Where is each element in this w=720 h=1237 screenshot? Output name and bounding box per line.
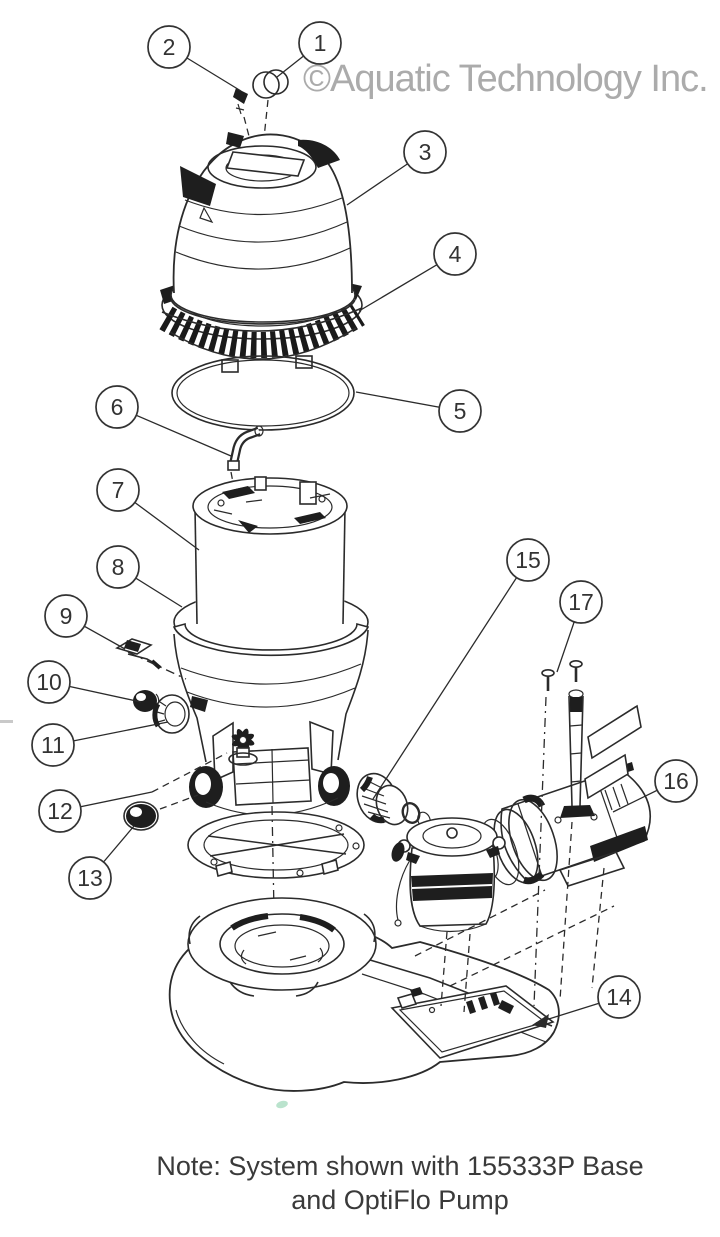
part-9-clip xyxy=(115,638,162,670)
assembly-dash-2 xyxy=(243,116,251,141)
part-15-union-fittings xyxy=(356,772,431,829)
part-12-drain-valve xyxy=(228,728,258,766)
callout-1: 1 xyxy=(298,21,342,65)
callout-7: 7 xyxy=(96,468,140,512)
callout-12: 12 xyxy=(38,789,82,833)
leader-15 xyxy=(372,559,529,800)
note-text: Note: System shown with 155333P Base and… xyxy=(100,1150,700,1218)
callout-16: 16 xyxy=(654,759,698,803)
part-11-nut xyxy=(152,694,190,734)
callout-5: 5 xyxy=(438,389,482,433)
callout-9-label: 9 xyxy=(60,603,73,629)
mount-brackets xyxy=(584,704,642,800)
part-6-elbow-fitting xyxy=(227,425,264,489)
projection-lines xyxy=(414,867,615,1013)
anchor-rod xyxy=(554,689,598,1001)
leader-14-arrowhead xyxy=(532,1014,549,1028)
callout-1-label: 1 xyxy=(314,30,327,56)
callout-17-label: 17 xyxy=(568,589,594,615)
callout-17: 17 xyxy=(559,580,603,624)
part-3-lid xyxy=(170,132,356,325)
callout-12-label: 12 xyxy=(47,798,73,824)
watermark-text: ©Aquatic Technology Inc. xyxy=(303,58,709,100)
part-5-oring xyxy=(171,355,355,431)
callout-11: 11 xyxy=(31,723,75,767)
callout-3-label: 3 xyxy=(419,139,432,165)
callout-15-label: 15 xyxy=(515,547,541,573)
scan-artifact-edge xyxy=(0,720,13,723)
part-2-screw xyxy=(233,88,251,141)
note-line-2: and OptiFlo Pump xyxy=(291,1184,509,1215)
callout-10: 10 xyxy=(27,660,71,704)
ring-teeth xyxy=(159,302,365,359)
leader-12-dash xyxy=(151,752,228,793)
part-17-screws xyxy=(533,659,583,1007)
part-13-drain-cap xyxy=(123,794,199,831)
callout-5-label: 5 xyxy=(454,398,467,424)
callout-15: 15 xyxy=(506,538,550,582)
callout-10-label: 10 xyxy=(36,669,62,695)
callout-7-label: 7 xyxy=(112,477,125,503)
callout-14: 14 xyxy=(597,975,641,1019)
callout-13: 13 xyxy=(68,856,112,900)
callout-9: 9 xyxy=(44,594,88,638)
callout-4-label: 4 xyxy=(449,241,462,267)
part-1-relief-valve xyxy=(252,69,289,139)
callout-11-label: 11 xyxy=(41,732,65,758)
tank-rim-front xyxy=(172,622,370,657)
part-7-cartridge xyxy=(192,476,348,625)
bottom-plate xyxy=(187,805,365,913)
note-line-1: Note: System shown with 155333P Base xyxy=(156,1151,644,1181)
callout-6: 6 xyxy=(95,385,139,429)
callout-4: 4 xyxy=(433,232,477,276)
part-14-base xyxy=(168,897,560,1092)
part-8-tank-body xyxy=(173,629,369,816)
part-10-plug xyxy=(133,690,160,712)
callout-6-label: 6 xyxy=(111,394,124,420)
callout-8-label: 8 xyxy=(112,554,125,580)
callout-8: 8 xyxy=(96,545,140,589)
assembly-dash-1 xyxy=(263,99,269,139)
callout-16-label: 16 xyxy=(663,768,689,794)
callout-2: 2 xyxy=(147,25,191,69)
callout-14-label: 14 xyxy=(606,984,632,1010)
leader-lines xyxy=(48,42,677,1028)
part-16-pump xyxy=(391,762,652,933)
callout-3: 3 xyxy=(403,130,447,174)
callout-13-label: 13 xyxy=(77,865,103,891)
callout-2-label: 2 xyxy=(163,34,176,60)
